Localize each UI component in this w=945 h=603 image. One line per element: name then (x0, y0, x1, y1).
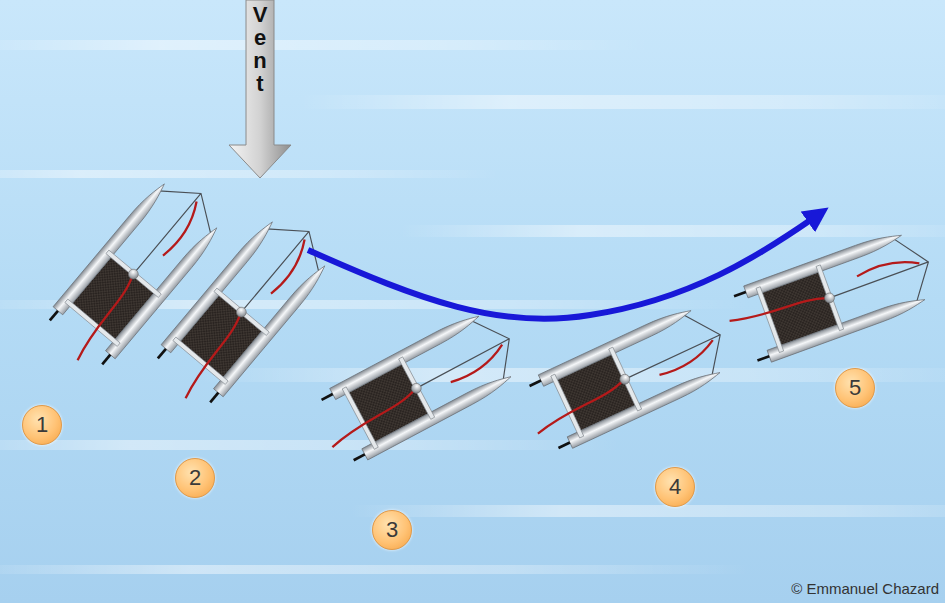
wind-arrow: Vent (228, 0, 292, 179)
rudder (757, 356, 769, 360)
callout-number: 3 (386, 519, 398, 541)
mast (823, 292, 836, 305)
trampoline (71, 257, 154, 341)
catamaran (720, 224, 942, 371)
water-streak (0, 565, 750, 574)
water-streak (0, 40, 650, 50)
mast (410, 382, 423, 395)
step-circle: 5 (835, 368, 875, 408)
mast (234, 305, 248, 319)
mast (126, 267, 140, 281)
step-circle: 2 (175, 458, 215, 498)
rudder (102, 355, 110, 365)
rudder (734, 292, 746, 296)
main-sail (533, 380, 630, 434)
hull (767, 294, 927, 362)
beam (173, 337, 228, 384)
copyright-note: © Emmanuel Chazard (791, 580, 939, 597)
course-arrow (308, 219, 812, 319)
water-streak (300, 95, 945, 109)
jib-sail (264, 240, 313, 295)
main-sail (326, 389, 421, 447)
beam (214, 288, 269, 335)
callout-number: 5 (849, 377, 861, 399)
rudder (558, 443, 569, 448)
water-streak (400, 225, 945, 237)
callout-number: 2 (189, 467, 201, 489)
rudder (530, 381, 541, 386)
step-circle: 1 (22, 405, 62, 445)
wind-label: Vent (252, 3, 269, 95)
hull (362, 371, 514, 460)
boat-group (37, 167, 942, 471)
catamaran (515, 298, 737, 459)
water-streak (0, 440, 620, 450)
hull (214, 262, 330, 397)
water-streak (350, 505, 945, 517)
beam (609, 347, 642, 411)
catamaran (307, 303, 528, 472)
main-sail (730, 286, 829, 332)
hull (567, 367, 722, 448)
catamaran (145, 205, 340, 416)
jib-sail (656, 340, 718, 377)
rudder (210, 393, 218, 403)
step-circle: 3 (372, 510, 412, 550)
beam (551, 374, 584, 438)
callout-number: 1 (36, 414, 48, 436)
callout-number: 4 (669, 476, 681, 498)
hull (330, 311, 482, 400)
rudder (158, 349, 166, 359)
hull (161, 218, 277, 353)
beam (106, 250, 161, 297)
jib-sail (156, 202, 205, 257)
main-sail (176, 313, 250, 398)
beam (399, 357, 435, 420)
beam (65, 299, 120, 346)
water-streak (0, 170, 500, 178)
jib-sail (447, 345, 508, 384)
hull (53, 180, 169, 315)
beam (756, 287, 784, 353)
rudder (354, 454, 365, 460)
wind-arrow-body (229, 0, 291, 178)
mast (618, 373, 631, 386)
rudder (50, 311, 58, 321)
step-circle: 4 (655, 467, 695, 507)
rudder (322, 394, 333, 400)
trampoline (179, 295, 262, 379)
main-sail (68, 275, 142, 360)
jib-sail (856, 253, 919, 285)
